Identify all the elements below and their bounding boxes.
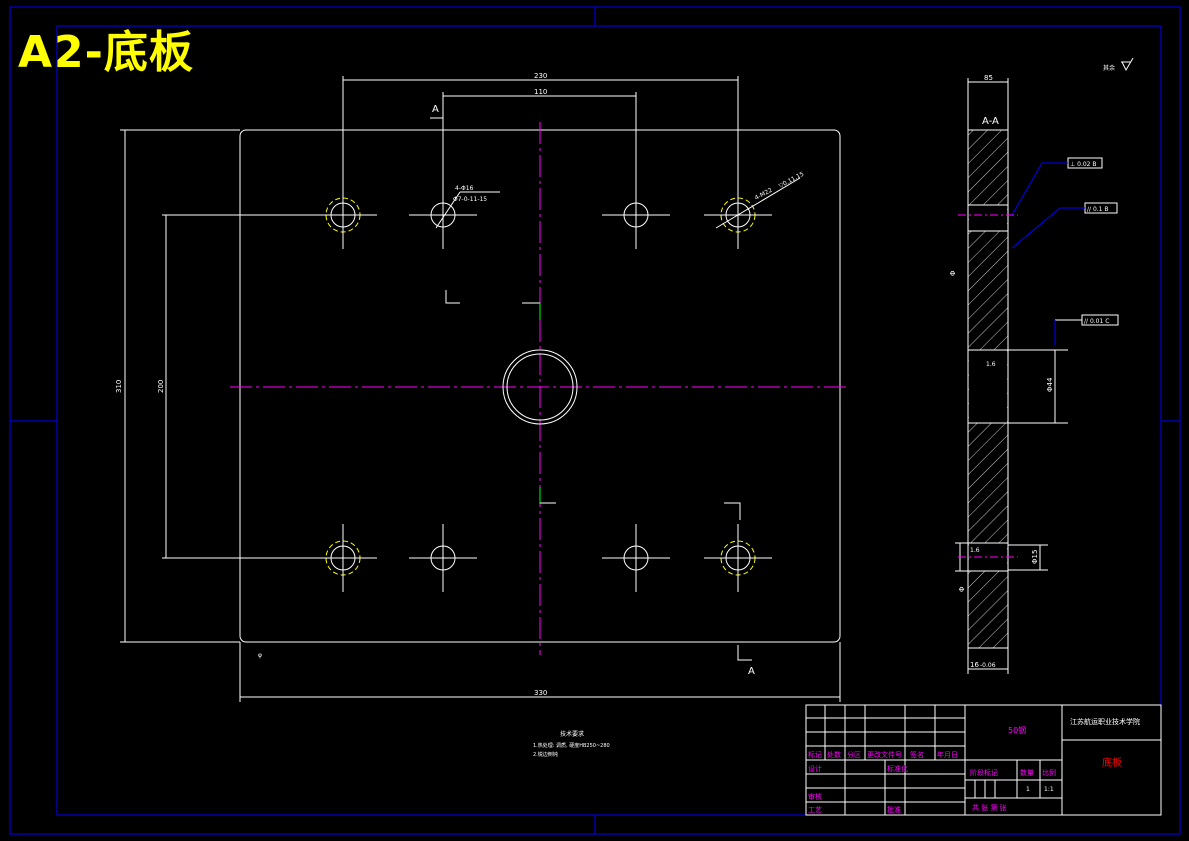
title-block: 50钢 江苏航运职业技术学院 底板 标记 处数 分区 更改文件号 签名 年月日 … [805, 704, 1162, 816]
notes-line2: 2.锐边倒钝 [533, 751, 558, 758]
sheet-title: A2-底板 [18, 27, 194, 78]
roughness-1: 1.6 [986, 361, 996, 368]
hole [602, 524, 670, 592]
tb-col-5: 年月日 [937, 750, 958, 759]
notes-line1: 1.热处理: 调质, 硬度HB250~280 [533, 742, 610, 749]
hole [409, 524, 477, 592]
side-dim-top: 85 [984, 74, 993, 82]
tol-2: // 0.1 B [1087, 206, 1109, 213]
tech-notes: 技术要求 1.热处理: 调质, 硬度HB250~280 2.锐边倒钝 [533, 730, 610, 758]
tb-stage: 阶段标记 [970, 768, 998, 777]
datum-left: Φ [949, 270, 957, 276]
callout-small-hole-depth: Φ7-0-11-15 [453, 196, 487, 203]
section-view: A-A 85 Φ44 Φ15 16 -0.06 1.6 1.6 Φ Φ ⊥ 0.… [949, 57, 1134, 674]
tol-1: ⊥ 0.02 B [1070, 161, 1097, 168]
notes-heading: 技术要求 [560, 730, 584, 738]
side-dim-small: Φ15 [1031, 550, 1039, 564]
section-label-bottom: A [748, 666, 755, 677]
roughness-note: 其余 [1103, 64, 1115, 72]
tb-col-1: 处数 [827, 750, 841, 759]
tb-design: 设计 [808, 764, 822, 773]
datum-left-2: Φ [958, 586, 966, 592]
side-title: A-A [982, 116, 999, 127]
view-brackets [445, 290, 741, 520]
tb-col-4: 签名 [910, 750, 924, 759]
tb-process: 工艺 [808, 806, 822, 814]
tb-scale-val: 1:1 [1044, 786, 1054, 793]
roughness-2: 1.6 [970, 547, 980, 554]
callout-large-hole-depth: ▽0.11.15 [778, 171, 806, 190]
tb-col-2: 分区 [847, 750, 861, 759]
side-dim-bottom: 16 [970, 661, 979, 669]
dimension-texts: 230 110 310 200 330 4-Φ16 Φ7-0-11-15 4-M… [115, 72, 805, 697]
tb-sheet: 共 张 第 张 [972, 803, 1007, 812]
tb-material: 50钢 [1008, 725, 1026, 735]
plate-mark: φ [258, 652, 262, 659]
centerlines [230, 122, 850, 655]
dimension-lines [120, 76, 841, 702]
roughness-symbol [1121, 57, 1134, 72]
tb-col-0: 标记 [808, 750, 822, 759]
central-bore [502, 349, 578, 425]
tb-standard: 标准化 [887, 764, 908, 773]
tb-part-name: 底板 [1102, 756, 1122, 769]
section-label-top: A [432, 104, 439, 115]
tb-scale: 比例 [1042, 768, 1056, 777]
tb-approve: 批准 [887, 805, 901, 814]
dim-top-inner: 110 [534, 88, 547, 96]
tb-col-3: 更改文件号 [867, 750, 902, 759]
dim-bottom: 330 [534, 689, 547, 697]
dim-top-outer: 230 [534, 72, 547, 80]
drawing-frame [9, 6, 1181, 835]
dim-left-outer: 310 [115, 380, 123, 393]
dim-left-inner: 200 [157, 380, 165, 393]
tol-3: // 0.01 C [1084, 318, 1109, 325]
hole [704, 524, 772, 592]
side-dim-bore: Φ44 [1046, 377, 1054, 392]
callout-small-hole: 4-Φ16 [455, 185, 474, 192]
tb-qty: 1 [1026, 786, 1030, 793]
side-dim-bottom-tol: -0.06 [980, 662, 996, 669]
tb-weight: 数量 [1020, 768, 1034, 777]
tb-review: 审核 [808, 792, 822, 801]
tb-school: 江苏航运职业技术学院 [1070, 717, 1140, 726]
